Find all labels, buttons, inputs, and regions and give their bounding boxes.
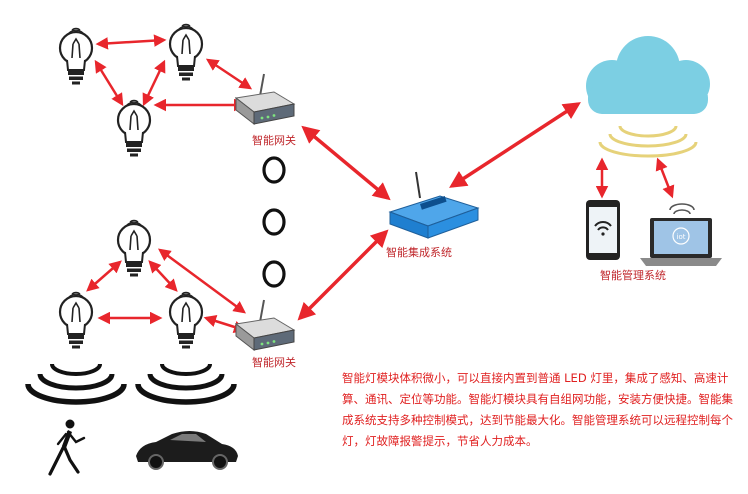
gateway-bottom-label: 智能网关 xyxy=(252,356,296,369)
gateway-top-label: 智能网关 xyxy=(252,134,296,147)
signal-waves-icon xyxy=(598,125,698,158)
ring-icon xyxy=(262,260,286,288)
lightbulb-icon xyxy=(116,99,152,158)
management-label: 智能管理系统 xyxy=(600,269,666,282)
cloud-icon xyxy=(586,36,710,114)
ring-icon xyxy=(262,156,286,184)
lightbulb-icon xyxy=(116,219,152,278)
ring-group xyxy=(262,156,286,288)
arrow-cloud-laptop xyxy=(655,157,675,199)
signal-waves-icon xyxy=(28,364,124,402)
network-box-icon xyxy=(388,171,480,239)
arrow-bulb2-bulb3 xyxy=(142,59,166,107)
arrow-gateway-integration-top xyxy=(301,125,391,201)
arrow-bulb2-gateway xyxy=(205,58,253,90)
wifi-router-icon xyxy=(235,299,295,351)
arrow-bulb1-bulb2 xyxy=(95,34,167,50)
pedestrian-icon xyxy=(48,419,86,476)
arrow-gateway-integration-bottom xyxy=(297,229,389,321)
signal-waves-icon xyxy=(138,364,234,402)
connection-arrows xyxy=(86,34,675,333)
ring-icon xyxy=(262,208,286,236)
arrow-integration-cloud xyxy=(449,102,581,188)
laptop-icon: iot xyxy=(640,203,722,266)
lightbulb-icon xyxy=(58,27,94,86)
arrow-bulb4-bulb6 xyxy=(148,260,178,292)
arrow-bulb4-gateway xyxy=(157,248,247,314)
laptop-screen-label: iot xyxy=(677,233,686,241)
smartphone-icon xyxy=(586,200,620,260)
lightbulb-icon xyxy=(168,291,204,350)
car-icon xyxy=(136,431,238,470)
arrow-bulb1-bulb3 xyxy=(94,59,124,107)
lightbulb-icon xyxy=(168,23,204,82)
arrow-bulb4-bulb5 xyxy=(86,260,122,292)
description-text: 智能灯模块体积微小，可以直接内置到普通 LED 灯里，集成了感知、高速计算、通讯… xyxy=(342,371,733,448)
integration-label: 智能集成系统 xyxy=(386,246,452,259)
lightbulb-icon xyxy=(58,291,94,350)
wifi-router-icon xyxy=(235,73,295,125)
